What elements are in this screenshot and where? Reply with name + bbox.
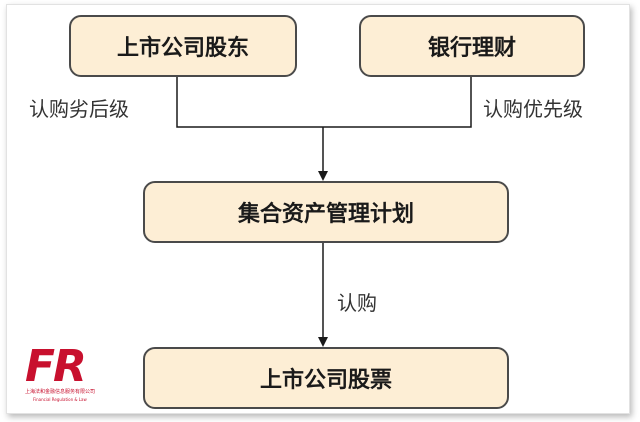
edge-label-subordinated: 认购劣后级 <box>29 97 129 121</box>
logo-caption: 上海法和金融信息服务有限公司 <box>25 388 95 395</box>
box-listed-company-shareholder: 上市公司股东 <box>69 15 297 77</box>
connector-lines <box>176 77 472 347</box>
logo-letters: FR <box>25 341 85 392</box>
box-label: 上市公司股票 <box>259 368 392 393</box>
box-label: 上市公司股东 <box>116 36 249 61</box>
edge-label-subscribe: 认购 <box>337 291 377 315</box>
logo-caption-en: Financial Regulation & Law <box>33 397 87 402</box>
diagram-frame: 上市公司股东 银行理财 集合资产管理计划 上市公司股票 认购劣后级 认购优先级 … <box>6 4 630 414</box>
fr-logo-mark: FR 上海法和金融信息服务有限公司 Financial Regulation &… <box>25 341 95 402</box>
merge-line <box>176 77 472 128</box>
box-listed-company-stock: 上市公司股票 <box>143 347 509 409</box>
edge-label-priority: 认购优先级 <box>483 97 583 121</box>
box-collective-asset-plan: 集合资产管理计划 <box>143 181 509 243</box>
fr-logo: FR 上海法和金融信息服务有限公司 Financial Regulation &… <box>23 341 105 407</box>
box-label: 集合资产管理计划 <box>237 202 414 227</box>
box-label: 银行理财 <box>427 36 516 61</box>
box-bank-wealth-management: 银行理财 <box>359 15 585 77</box>
